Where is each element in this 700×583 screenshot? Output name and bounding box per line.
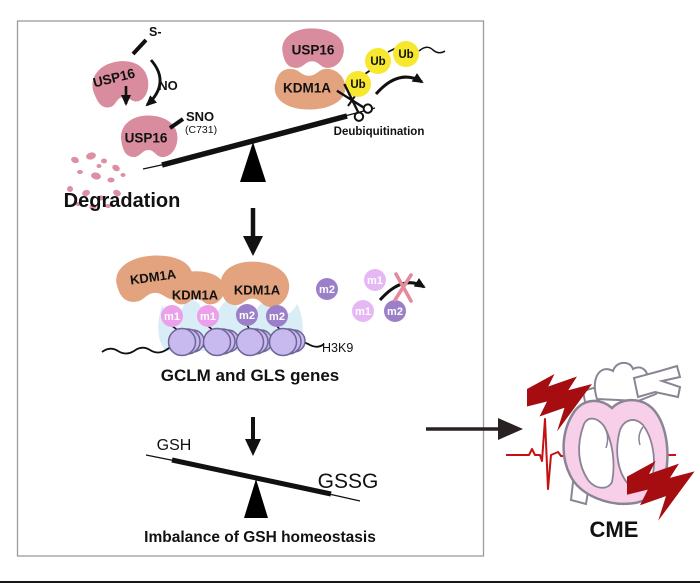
gsh-fulcrum [244, 479, 268, 518]
thiol-label: S- [149, 25, 162, 39]
x-mark-icon [393, 272, 413, 303]
methyl-mark-float-2 [364, 269, 386, 291]
ecg-trace [506, 418, 677, 490]
heart-valve-2 [638, 426, 644, 446]
seesaw-top [142, 107, 376, 182]
nucleosome-3 [235, 327, 273, 357]
heart-chamber-left [578, 417, 615, 489]
heart-valve-1 [603, 425, 609, 449]
ub-circle-3 [393, 41, 419, 67]
scissors-icon [336, 83, 374, 122]
ub-chain: Ub Ub Ub [345, 41, 446, 107]
ub-release-arrow-icon [374, 73, 424, 95]
methyl-mark-bound-4 [266, 305, 288, 327]
gsh-beam [171, 457, 332, 497]
gsh-seesaw: GSH GSSG Imbalance of GSH homeostasis [144, 437, 378, 546]
ub-label-3: Ub [398, 49, 413, 61]
mark-label-bound-1: m1 [164, 311, 180, 323]
gsh-beam-thin-right [328, 493, 361, 502]
seesaw-top-fulcrum [240, 142, 266, 182]
thiol-stick [131, 38, 148, 56]
gsh-beam-thin-left [145, 454, 177, 462]
usp16-kdm1a-complex: USP16 KDM1A [274, 28, 346, 110]
degradation-speckles [67, 152, 126, 210]
mark-label-float-2: m1 [367, 275, 383, 287]
no-label: NO [158, 78, 178, 93]
methyl-mark-float-4 [384, 300, 406, 322]
kdm1a-label-2: KDM1A [172, 288, 219, 303]
deubiquitination-label: Deubiquitination [334, 126, 425, 138]
right-arrow [426, 418, 523, 440]
methyl-mark-float-3 [352, 300, 374, 322]
usp16-snitrosylation-group: S- USP16 NO USP16 SNO (C731) [88, 25, 217, 158]
h3k9-label: H3K9 [322, 341, 353, 355]
degradation-label: Degradation [64, 190, 181, 212]
mark-label-float-3: m1 [355, 306, 371, 318]
usp16-sno-label: USP16 [125, 131, 168, 146]
genes-caption: GCLM and GLS genes [161, 366, 340, 385]
mark-label-bound-3: m2 [239, 310, 255, 322]
seesaw-top-beam [161, 113, 348, 168]
usp16-label-2: USP16 [292, 43, 335, 58]
nucleosome-1 [167, 327, 205, 357]
kdm1a-label-3: KDM1A [234, 283, 281, 298]
nucleosome-4 [268, 327, 306, 357]
cme-label: CME [590, 517, 639, 542]
ub-circle-1 [345, 71, 371, 97]
c731-label: (C731) [185, 124, 217, 136]
mark-label-float-1: m2 [319, 284, 335, 296]
vessel-fork-right [632, 364, 682, 399]
floating-marks-group: m2 m1 m1 m2 [316, 269, 426, 322]
mark-label-float-4: m2 [387, 306, 403, 318]
chromatin-group: KDM1A KDM1A KDM1A m1 m1 m2 m2 H3K9 [101, 252, 353, 357]
methyl-mark-bound-3 [236, 304, 258, 326]
no-curved-arrow-icon [145, 59, 162, 107]
down-arrow-1 [243, 208, 263, 256]
down-arrow-2 [245, 417, 261, 456]
ub-label-1: Ub [350, 79, 365, 91]
kdm1a-label-top: KDM1A [283, 81, 331, 96]
methyl-mark-bound-1 [161, 305, 183, 327]
image-edge-line [0, 581, 700, 583]
sno-stick [168, 117, 185, 130]
ub-label-2: Ub [370, 56, 385, 68]
sno-label: SNO [186, 109, 214, 124]
gsh-caption: Imbalance of GSH homeostasis [144, 529, 376, 546]
gssg-label: GSSG [318, 470, 379, 493]
heart-illustration [506, 361, 695, 521]
nucleosome-2 [202, 327, 240, 357]
mark-label-bound-4: m2 [269, 311, 285, 323]
kdm1a-label-1: KDM1A [129, 266, 177, 287]
panel-border [16, 20, 485, 557]
mark-label-bound-2: m1 [200, 311, 216, 323]
methyl-mark-bound-2 [197, 305, 219, 327]
gsh-label: GSH [157, 437, 192, 454]
ub-circle-2 [365, 48, 391, 74]
methyl-mark-float-1 [316, 278, 338, 300]
ub-chain-tail [418, 46, 446, 54]
